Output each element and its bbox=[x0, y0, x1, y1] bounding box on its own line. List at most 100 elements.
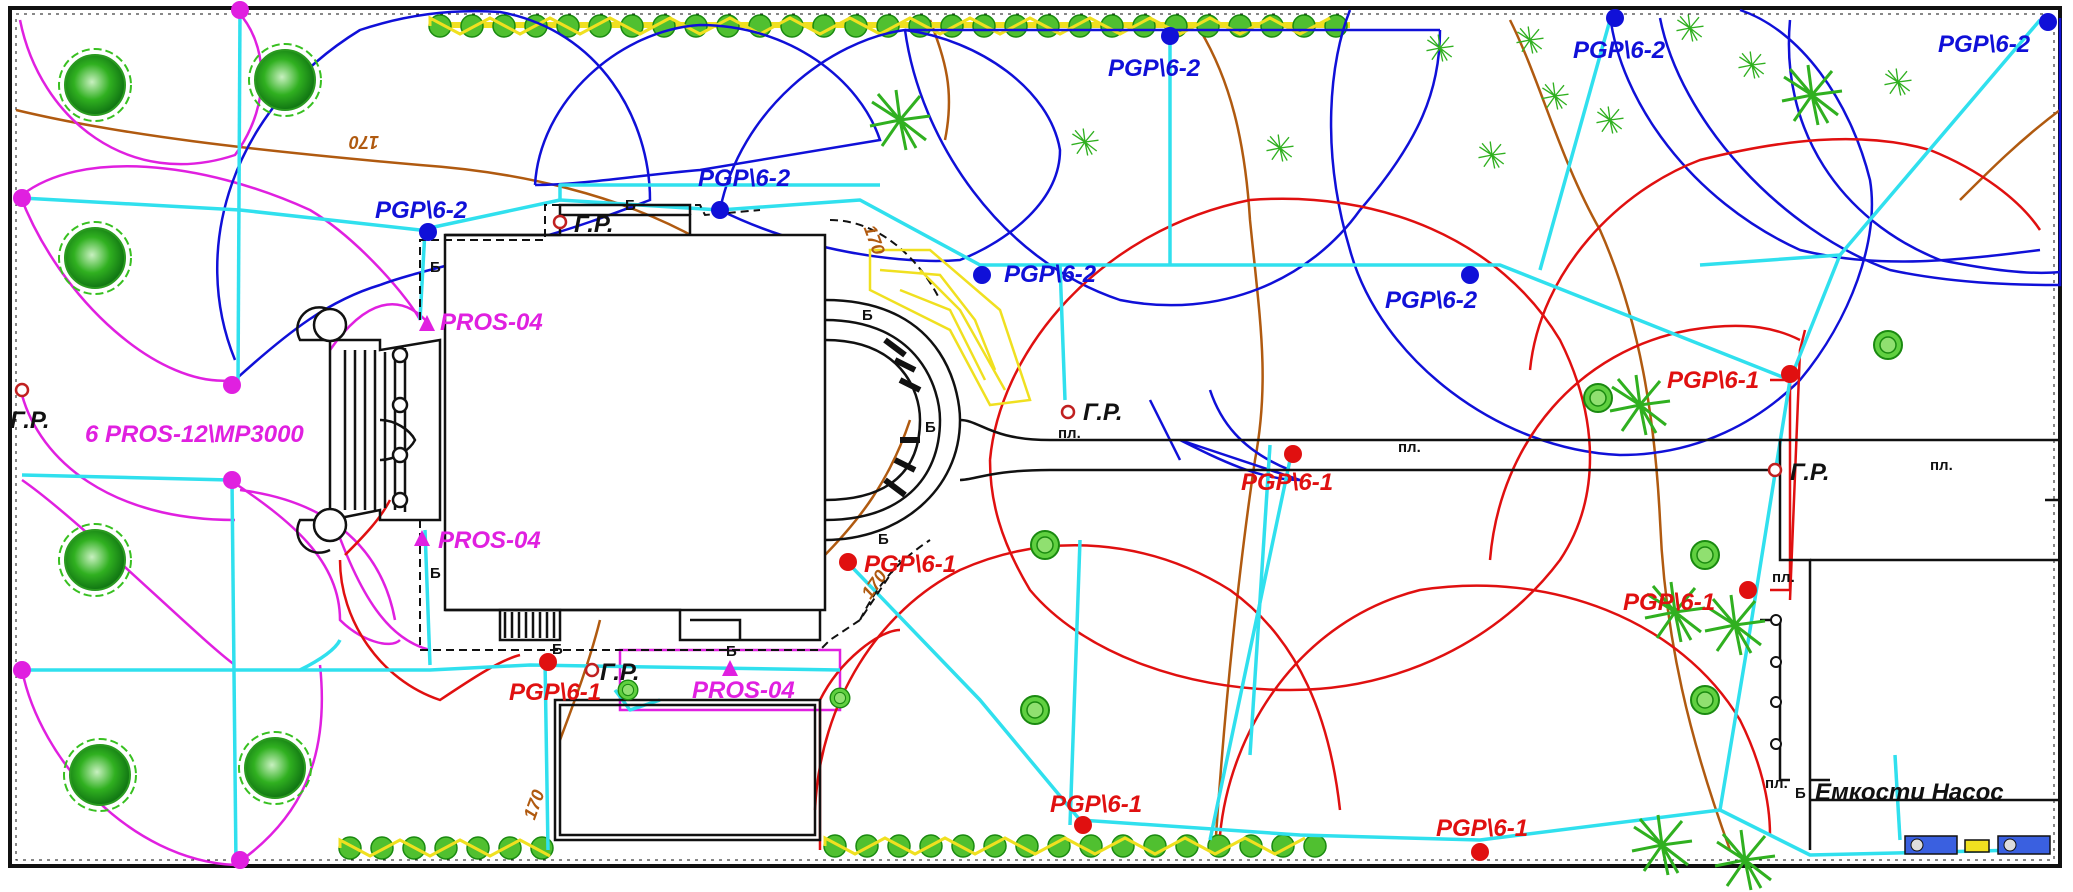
spray-zones-magenta bbox=[18, 11, 842, 867]
label-pros04: PROS-04 bbox=[438, 527, 541, 554]
hedge-row-bottom-right bbox=[823, 834, 1327, 858]
label-pros04: PROS-04 bbox=[692, 677, 795, 704]
sprinkler-heads bbox=[13, 1, 2057, 869]
spray-head-magenta bbox=[13, 189, 31, 207]
shrub-icon bbox=[58, 48, 132, 122]
valve-marker bbox=[1060, 404, 1076, 420]
spray-head-magenta bbox=[231, 851, 249, 869]
valve-marker bbox=[584, 662, 600, 678]
valve-marker bbox=[14, 382, 30, 398]
shrub-icon bbox=[238, 731, 312, 805]
spray-head-magenta bbox=[13, 661, 31, 679]
zone-labels: PGP\6-2 PGP\6-2 PGP\6-2 PGP\6-2 PGP\6-2 … bbox=[10, 31, 2031, 842]
palm-icon bbox=[1608, 373, 1672, 437]
rotor-zones-red bbox=[338, 137, 2042, 850]
small-palm-icon bbox=[1675, 13, 1705, 43]
rotor-head-red bbox=[1074, 816, 1092, 834]
label-b: Б bbox=[878, 531, 889, 548]
label-contour: 170 bbox=[860, 222, 889, 257]
label-pgp62: PGP\6-2 bbox=[1573, 37, 1666, 64]
hedge-row-bottom-left bbox=[338, 836, 554, 860]
label-pros04: PROS-04 bbox=[440, 309, 543, 336]
spray-head-magenta bbox=[223, 471, 241, 489]
small-palm-icon bbox=[1070, 127, 1100, 157]
small-palm-icon bbox=[1595, 105, 1625, 135]
label-contour: 170 bbox=[520, 787, 549, 822]
label-pgp61: PGP\6-1 bbox=[1050, 791, 1142, 818]
label-b: Б bbox=[430, 565, 441, 582]
label-pgp61: PGP\6-1 bbox=[1667, 367, 1759, 394]
spray-head-pros04 bbox=[419, 315, 435, 331]
pipe-network bbox=[20, 9, 2042, 866]
rotor-head-blue bbox=[711, 201, 729, 219]
rotor-head-blue bbox=[419, 223, 437, 241]
label-b: Б bbox=[430, 259, 441, 276]
shrub-icon bbox=[58, 523, 132, 597]
label-pl: пл. bbox=[1930, 457, 1953, 474]
label-gr: Г.Р. bbox=[10, 407, 50, 434]
shrub-icon bbox=[63, 738, 137, 812]
label-pl: пл. bbox=[1765, 775, 1788, 792]
label-pgp61: PGP\6-1 bbox=[509, 679, 601, 706]
label-b: Б bbox=[625, 197, 636, 214]
spray-head-pros04 bbox=[722, 660, 738, 676]
small-palm-icon bbox=[1265, 133, 1295, 163]
spray-head-magenta bbox=[223, 376, 241, 394]
label-b: Б bbox=[552, 641, 563, 658]
label-equipment: Емкости Насос bbox=[1815, 779, 2004, 806]
small-shrub-icon bbox=[829, 687, 851, 709]
shrub-icon bbox=[58, 221, 132, 295]
label-pl: пл. bbox=[1398, 439, 1421, 456]
label-pl: пл. bbox=[1772, 569, 1795, 586]
rotor-head-blue bbox=[1606, 9, 1624, 27]
rotor-zones-blue bbox=[216, 8, 2062, 482]
label-pgp62: PGP\6-2 bbox=[1938, 31, 2031, 58]
rotor-head-red bbox=[839, 553, 857, 571]
hedge-line bbox=[338, 837, 551, 858]
palm-icon bbox=[1713, 828, 1777, 892]
small-shrub-icon bbox=[1690, 540, 1720, 570]
label-pgp61: PGP\6-1 bbox=[1623, 589, 1715, 616]
small-shrub-icon bbox=[1583, 383, 1613, 413]
small-shrub-icon bbox=[1030, 530, 1060, 560]
label-gr: Г.Р. bbox=[1790, 459, 1830, 486]
label-pgp61: PGP\6-1 bbox=[1436, 815, 1528, 842]
house-outline bbox=[296, 203, 2060, 850]
paver-area bbox=[868, 248, 1032, 407]
label-contour: 170 bbox=[349, 132, 379, 152]
tank-pump-equipment bbox=[1904, 835, 2051, 855]
label-pgp62: PGP\6-2 bbox=[698, 165, 791, 192]
label-gr: Г.Р. bbox=[1083, 399, 1123, 426]
spray-head-magenta bbox=[231, 1, 249, 19]
label-gr: Г.Р. bbox=[600, 659, 640, 686]
label-gr: Г.Р. bbox=[574, 211, 614, 238]
label-pgp61: PGP\6-1 bbox=[864, 551, 956, 578]
label-pgp61: PGP\6-1 bbox=[1241, 469, 1333, 496]
small-palm-icon bbox=[1883, 67, 1913, 97]
label-pgp62: PGP\6-2 bbox=[375, 197, 468, 224]
small-shrub-icon bbox=[1873, 330, 1903, 360]
rotor-head-blue bbox=[973, 266, 991, 284]
rotor-head-red bbox=[1471, 843, 1489, 861]
property-boundary bbox=[8, 6, 2062, 868]
small-shrub-icon bbox=[1690, 685, 1720, 715]
rotor-head-red bbox=[1284, 445, 1302, 463]
rotor-head-red bbox=[1781, 365, 1799, 383]
hedge-shrub bbox=[1303, 834, 1327, 858]
label-pgp62: PGP\6-2 bbox=[1385, 287, 1478, 314]
rotor-head-red bbox=[1739, 581, 1757, 599]
label-pl: пл. bbox=[1058, 425, 1081, 442]
valve-marker bbox=[1767, 462, 1783, 478]
rotor-head-blue bbox=[1461, 266, 1479, 284]
rotor-head-blue bbox=[2039, 13, 2057, 31]
rotor-head-blue bbox=[1161, 27, 1179, 45]
label-pgp62: PGP\6-2 bbox=[1108, 55, 1201, 82]
right-column-markers bbox=[1770, 614, 1782, 750]
small-shrub-icon bbox=[1020, 695, 1050, 725]
contour-lines bbox=[15, 19, 2061, 851]
plantings bbox=[58, 13, 1913, 892]
valve-marker bbox=[552, 214, 568, 230]
hedge-line bbox=[823, 835, 1306, 856]
label-pgp62: PGP\6-2 bbox=[1004, 261, 1097, 288]
